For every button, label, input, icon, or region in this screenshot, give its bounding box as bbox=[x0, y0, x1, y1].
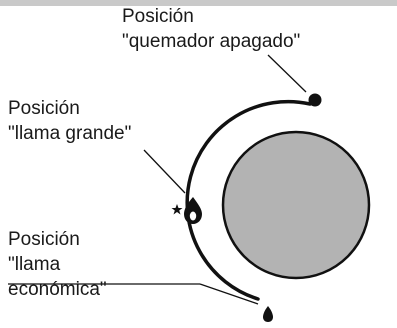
leader-line-off bbox=[267, 54, 307, 93]
label-large-flame: Posición "llama grande" bbox=[8, 96, 131, 146]
small-flame-icon bbox=[263, 306, 273, 322]
leader-line-economy-diagonal bbox=[199, 283, 259, 305]
label-off-line1: Posición bbox=[122, 6, 194, 27]
rotation-arc bbox=[185, 99, 312, 301]
label-off-position: Posición "quemador apagado" bbox=[122, 4, 300, 54]
top-border-strip bbox=[0, 0, 397, 6]
knob-disc bbox=[221, 130, 371, 280]
label-off-line2: "quemador apagado" bbox=[122, 31, 301, 52]
label-eco-line1: Posición bbox=[8, 229, 80, 250]
large-flame-inner bbox=[189, 211, 197, 221]
star-spark-icon bbox=[171, 204, 183, 215]
label-large-line2: "llama grande" bbox=[8, 123, 132, 144]
filled-dot-icon bbox=[308, 93, 322, 107]
label-eco-line3: económica" bbox=[8, 279, 107, 300]
label-large-line1: Posición bbox=[8, 98, 80, 119]
leader-line-large bbox=[143, 149, 186, 194]
large-flame-icon bbox=[184, 197, 202, 224]
label-eco-line2: "llama bbox=[8, 254, 61, 275]
label-economy-flame: Posición "llama económica" bbox=[8, 227, 107, 302]
